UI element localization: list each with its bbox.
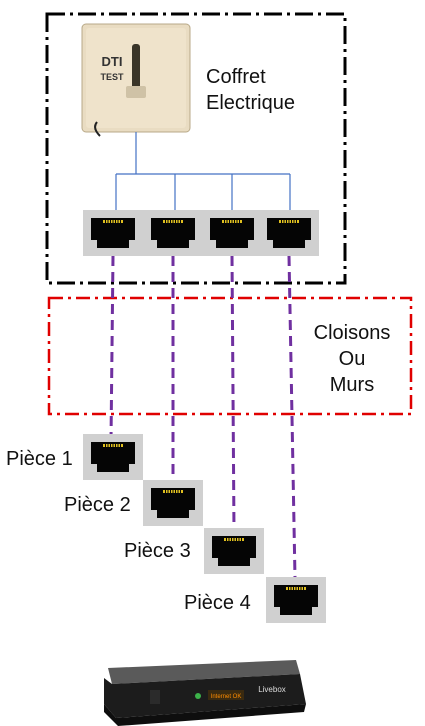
room-label-1: Pièce 1: [6, 448, 73, 470]
panel-title-line2: Electrique: [206, 92, 295, 114]
livebox-brand-label: Livebox: [258, 685, 286, 694]
wall-frame: [47, 296, 413, 416]
livebox-status-label: Internet OK: [211, 694, 242, 700]
panel-jack-2: [142, 209, 204, 257]
dti-brand-label: DTI: [102, 54, 123, 69]
wall-label-line2: Ou: [338, 348, 366, 370]
livebox-router: [104, 660, 306, 726]
panel-jack-3: [201, 209, 263, 257]
room-label-2: Pièce 2: [64, 494, 131, 516]
distribution-links: [115, 132, 291, 210]
dti-test-label: TEST: [100, 72, 124, 82]
electrical-panel-frame: [45, 12, 347, 285]
wall-label: Cloisons Ou Murs: [300, 320, 404, 398]
room-label-4: Pièce 4: [184, 592, 251, 614]
room-label-3: Pièce 3: [124, 540, 191, 562]
panel-jack-1: [82, 209, 144, 257]
panel-jack-4: [258, 209, 320, 257]
room-jack-4: [265, 576, 327, 624]
room-jack-3: [203, 527, 265, 575]
panel-title-line1: Coffret: [206, 66, 266, 88]
room-jack-1: [82, 433, 144, 481]
panel-title: Coffret Electrique: [206, 64, 295, 116]
wall-label-line3: Murs: [329, 374, 375, 396]
dti-box: [81, 23, 191, 137]
wall-label-line1: Cloisons: [313, 322, 391, 344]
cables: [109, 255, 297, 579]
room-jack-2: [142, 479, 204, 527]
